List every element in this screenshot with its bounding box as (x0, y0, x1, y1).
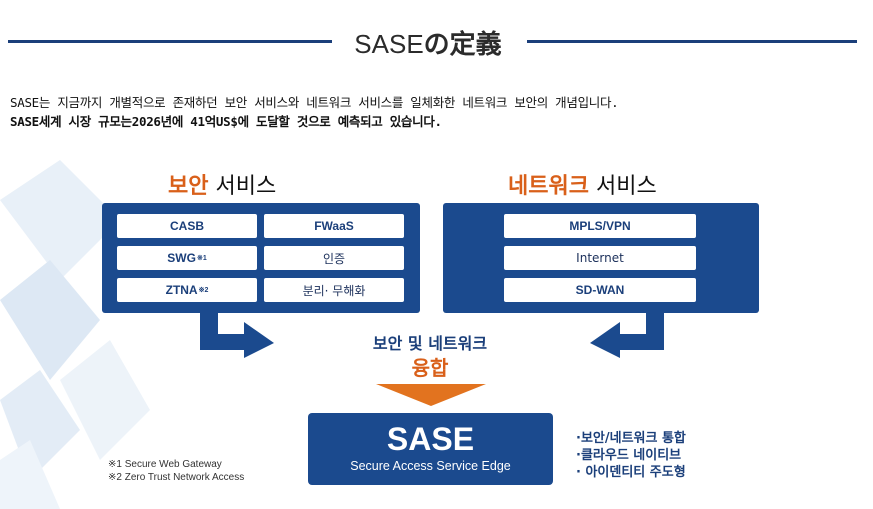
chip-fwaas: FWaaS (264, 214, 404, 238)
chip-casb: CASB (117, 214, 257, 238)
feature-1: ·보안/네트워크 통합 (576, 431, 686, 446)
fusion-title: 융합 (411, 356, 449, 380)
down-arrow-icon (376, 384, 486, 406)
sase-full-name: Secure Access Service Edge (350, 459, 511, 473)
chip-auth: 인증 (264, 246, 404, 270)
note-1: ※1 Secure Web Gateway (108, 459, 222, 470)
network-heading: 네트워크 서비스 (508, 174, 657, 199)
chip-swg: SWG※1 (117, 246, 257, 270)
title-rule-left (8, 40, 332, 43)
sase-name: SASE (386, 421, 475, 457)
chip-isolation: 분리· 무해화 (264, 278, 404, 302)
chip-internet: Internet (504, 246, 696, 270)
description-line-2: SASE세계 시장 규모는2026년에 41억US$에 도달할 것으로 예측되고… (10, 114, 442, 129)
background-decoration (0, 160, 150, 509)
fusion-label: 보안 및 네트워크 (372, 334, 488, 353)
chip-mpls-vpn: MPLS/VPN (504, 214, 696, 238)
feature-2: ·클라우드 네이티브 (576, 448, 682, 463)
sase-box: SASE Secure Access Service Edge (308, 413, 553, 485)
title-rule-right (527, 40, 857, 43)
security-heading: 보안 서비스 (168, 174, 277, 199)
left-arrow-icon (200, 312, 274, 358)
feature-3: · 아이덴티티 주도형 (576, 465, 686, 480)
chip-ztna: ZTNA※2 (117, 278, 257, 302)
note-2: ※2 Zero Trust Network Access (108, 472, 245, 483)
description-line-1: SASE는 지금까지 개별적으로 존재하던 보안 서비스와 네트워크 서비스를 … (10, 95, 619, 110)
page-title: SASEの定義 (354, 29, 502, 59)
chip-sd-wan: SD-WAN (504, 278, 696, 302)
right-arrow-icon (590, 312, 664, 358)
